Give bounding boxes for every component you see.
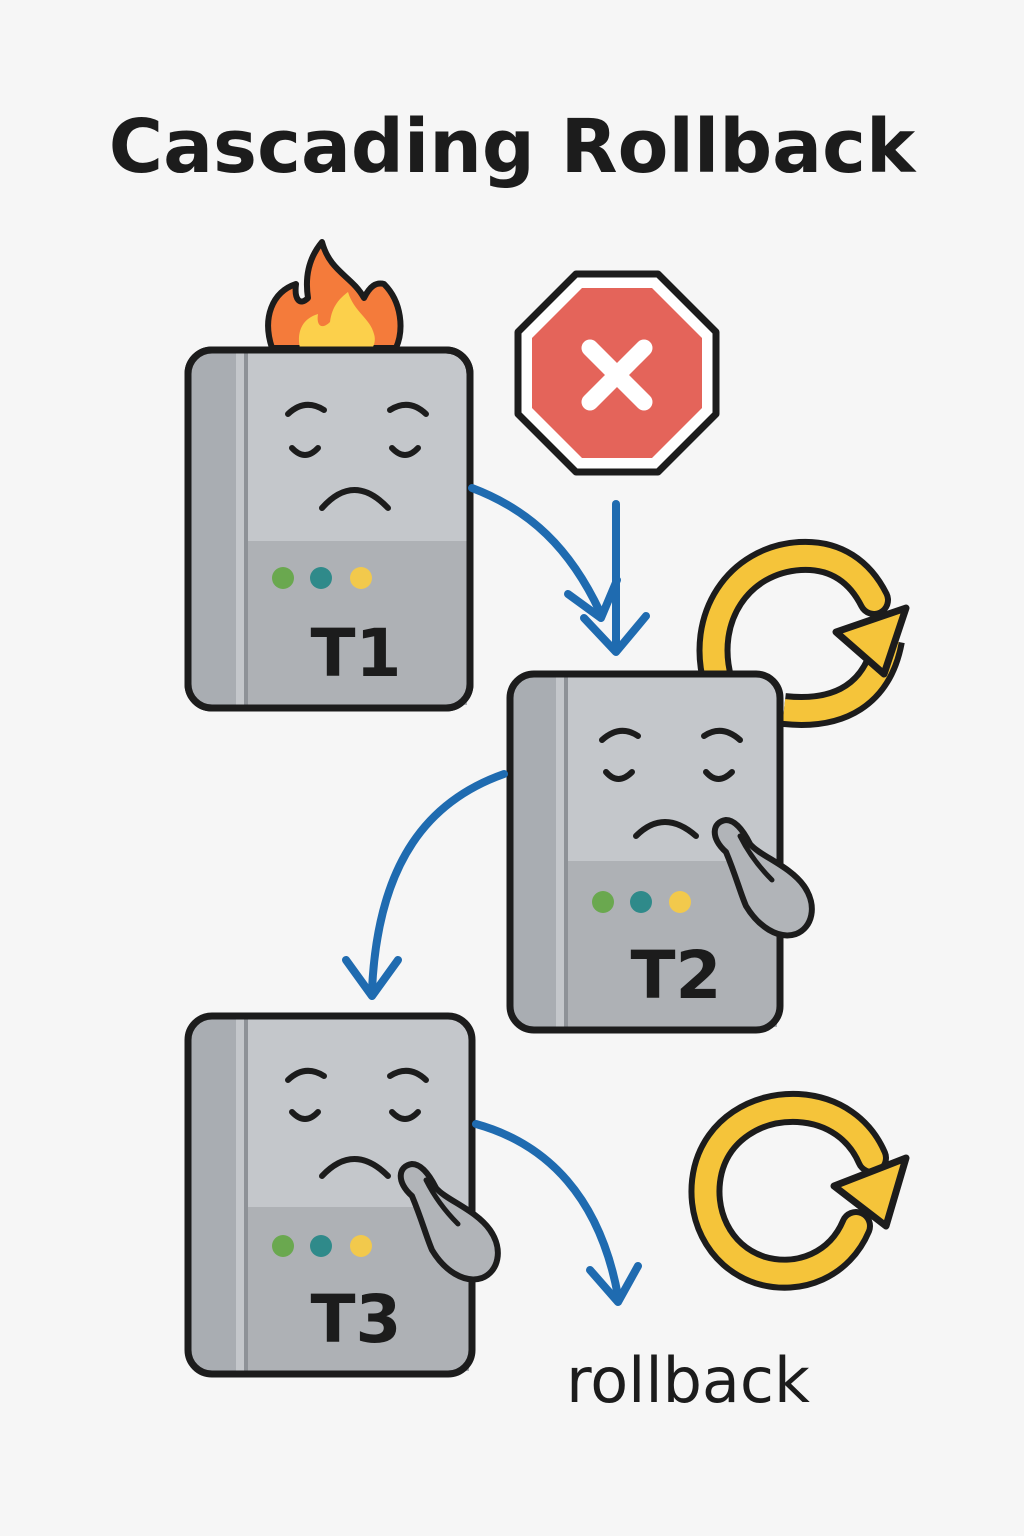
arrow-t2-to-t3 <box>342 770 508 1000</box>
status-leds <box>272 567 372 589</box>
arrow-t1-to-t2 <box>468 484 621 622</box>
status-leds <box>272 1235 372 1257</box>
circular-arrow-icon <box>688 1090 910 1291</box>
transaction-label-t1: T1 <box>311 615 402 692</box>
page-title: Cascading Rollback <box>109 104 917 190</box>
circular-arrow-icon <box>696 538 910 728</box>
status-leds <box>592 891 691 913</box>
hand-icon <box>397 1161 501 1283</box>
transaction-label-t3: T3 <box>311 1281 402 1358</box>
transaction-t3: T3 <box>184 1012 501 1378</box>
hand-icon <box>711 817 815 939</box>
rollback-caption: rollback <box>566 1344 810 1417</box>
arrow-abort-to-t2 <box>580 500 650 656</box>
arrow-t3-to-rollback <box>472 1120 642 1306</box>
transaction-label-t2: T2 <box>631 937 722 1014</box>
sad-face-icon <box>285 401 429 511</box>
transaction-t2: T2 <box>506 670 815 1034</box>
transaction-t1: T1 <box>184 239 474 712</box>
sad-face-icon <box>599 727 743 839</box>
sad-face-icon <box>285 1067 429 1179</box>
stop-sign-x-icon <box>514 270 720 476</box>
fire-icon <box>265 239 404 351</box>
